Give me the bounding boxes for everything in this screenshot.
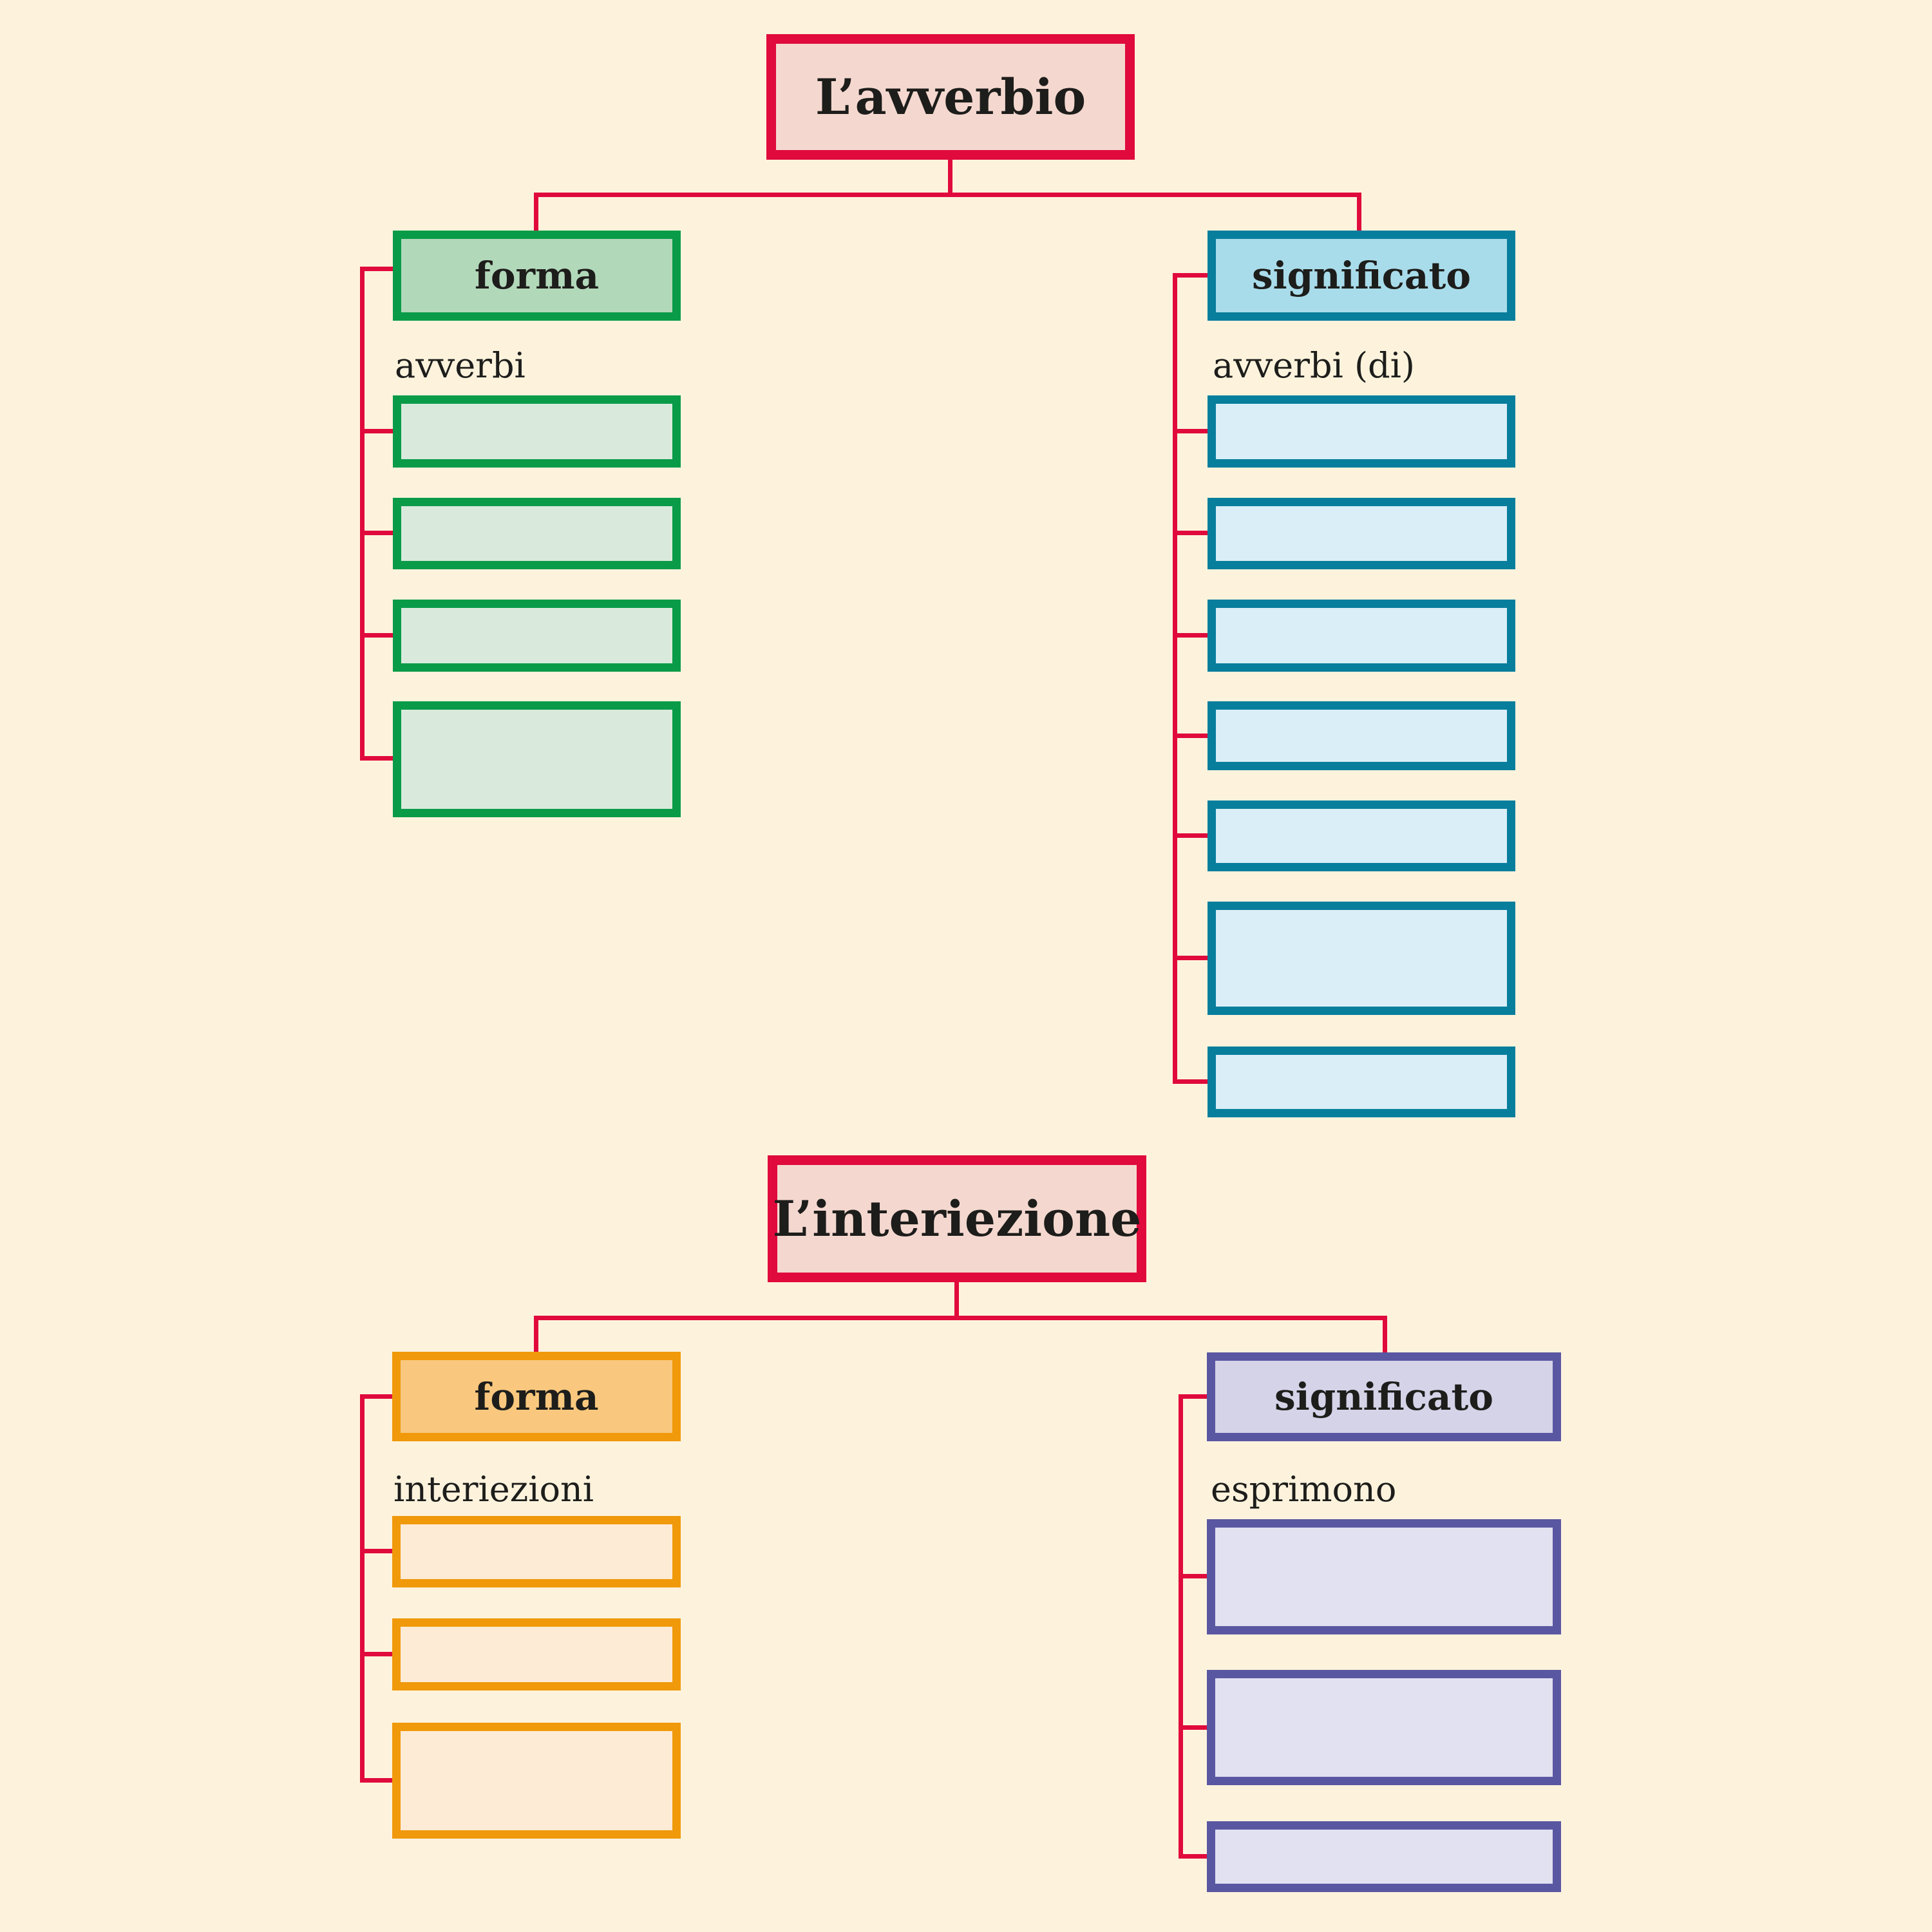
- connector-line: [360, 429, 393, 433]
- connector-line: [360, 1394, 365, 1783]
- interiezione-significato-header: significato: [1207, 1352, 1561, 1441]
- connector-line: [360, 756, 393, 761]
- connector-line: [534, 193, 538, 231]
- connector-line: [534, 1316, 538, 1352]
- avverbio-forma-header: forma: [393, 231, 681, 321]
- connector-line: [1179, 1854, 1207, 1859]
- connector-line: [1173, 734, 1208, 738]
- empty-box[interactable]: [1208, 902, 1515, 1015]
- connector-line: [1179, 1574, 1207, 1578]
- empty-box[interactable]: [1208, 800, 1515, 871]
- avverbio-significato-header: significato: [1208, 231, 1515, 321]
- connector-line: [360, 531, 393, 535]
- connector-line: [1383, 1316, 1387, 1352]
- empty-box[interactable]: [1208, 395, 1515, 468]
- interiezione-title-box: L’interiezione: [768, 1155, 1146, 1282]
- connector-line: [360, 633, 393, 638]
- connector-line: [360, 1549, 392, 1553]
- empty-box[interactable]: [1208, 600, 1515, 672]
- connector-line: [1173, 531, 1208, 535]
- connector-line: [360, 1652, 392, 1656]
- interiezione-forma-list-label: interiezioni: [393, 1469, 594, 1510]
- connector-line: [1357, 193, 1361, 231]
- empty-box[interactable]: [393, 395, 681, 468]
- avverbio-significato-label: significato: [1252, 254, 1471, 298]
- interiezione-significato-list-label: esprimono: [1211, 1469, 1397, 1510]
- empty-box[interactable]: [1208, 498, 1515, 569]
- interiezione-significato-label: significato: [1274, 1375, 1493, 1419]
- connector-line: [534, 193, 1361, 197]
- connector-line: [1173, 956, 1208, 960]
- interiezione-title: L’interiezione: [772, 1190, 1142, 1247]
- empty-box[interactable]: [393, 498, 681, 569]
- empty-box[interactable]: [1208, 1046, 1515, 1117]
- connector-line: [360, 1394, 392, 1399]
- avverbio-forma-list-label: avverbi: [395, 345, 526, 386]
- interiezione-forma-label: forma: [474, 1374, 599, 1419]
- empty-box[interactable]: [392, 1723, 681, 1839]
- connector-line: [534, 1316, 1387, 1320]
- empty-box[interactable]: [392, 1618, 681, 1690]
- empty-box[interactable]: [1207, 1519, 1561, 1634]
- interiezione-forma-header: forma: [392, 1352, 681, 1441]
- empty-box[interactable]: [1208, 701, 1515, 770]
- connector-line: [1173, 273, 1177, 1084]
- connector-line: [1173, 833, 1208, 838]
- connector-line: [360, 267, 393, 271]
- empty-box[interactable]: [1207, 1670, 1561, 1785]
- connector-line: [1173, 429, 1208, 433]
- connector-line: [1179, 1394, 1207, 1399]
- empty-box[interactable]: [1207, 1821, 1561, 1892]
- connector-line: [360, 267, 365, 761]
- avverbio-title-box: L’avverbio: [766, 34, 1135, 160]
- connector-line: [954, 1282, 959, 1320]
- connector-line: [360, 1778, 392, 1783]
- avverbio-significato-list-label: avverbi (di): [1213, 345, 1415, 386]
- empty-box[interactable]: [393, 600, 681, 672]
- avverbio-title: L’avverbio: [815, 68, 1086, 126]
- connector-line: [1173, 633, 1208, 638]
- connector-line: [1173, 1079, 1208, 1084]
- connector-line: [948, 160, 952, 197]
- empty-box[interactable]: [392, 1516, 681, 1587]
- connector-line: [1173, 273, 1208, 278]
- connector-line: [1179, 1394, 1183, 1859]
- empty-box[interactable]: [393, 701, 681, 817]
- connector-line: [1179, 1725, 1207, 1730]
- avverbio-forma-label: forma: [474, 254, 600, 298]
